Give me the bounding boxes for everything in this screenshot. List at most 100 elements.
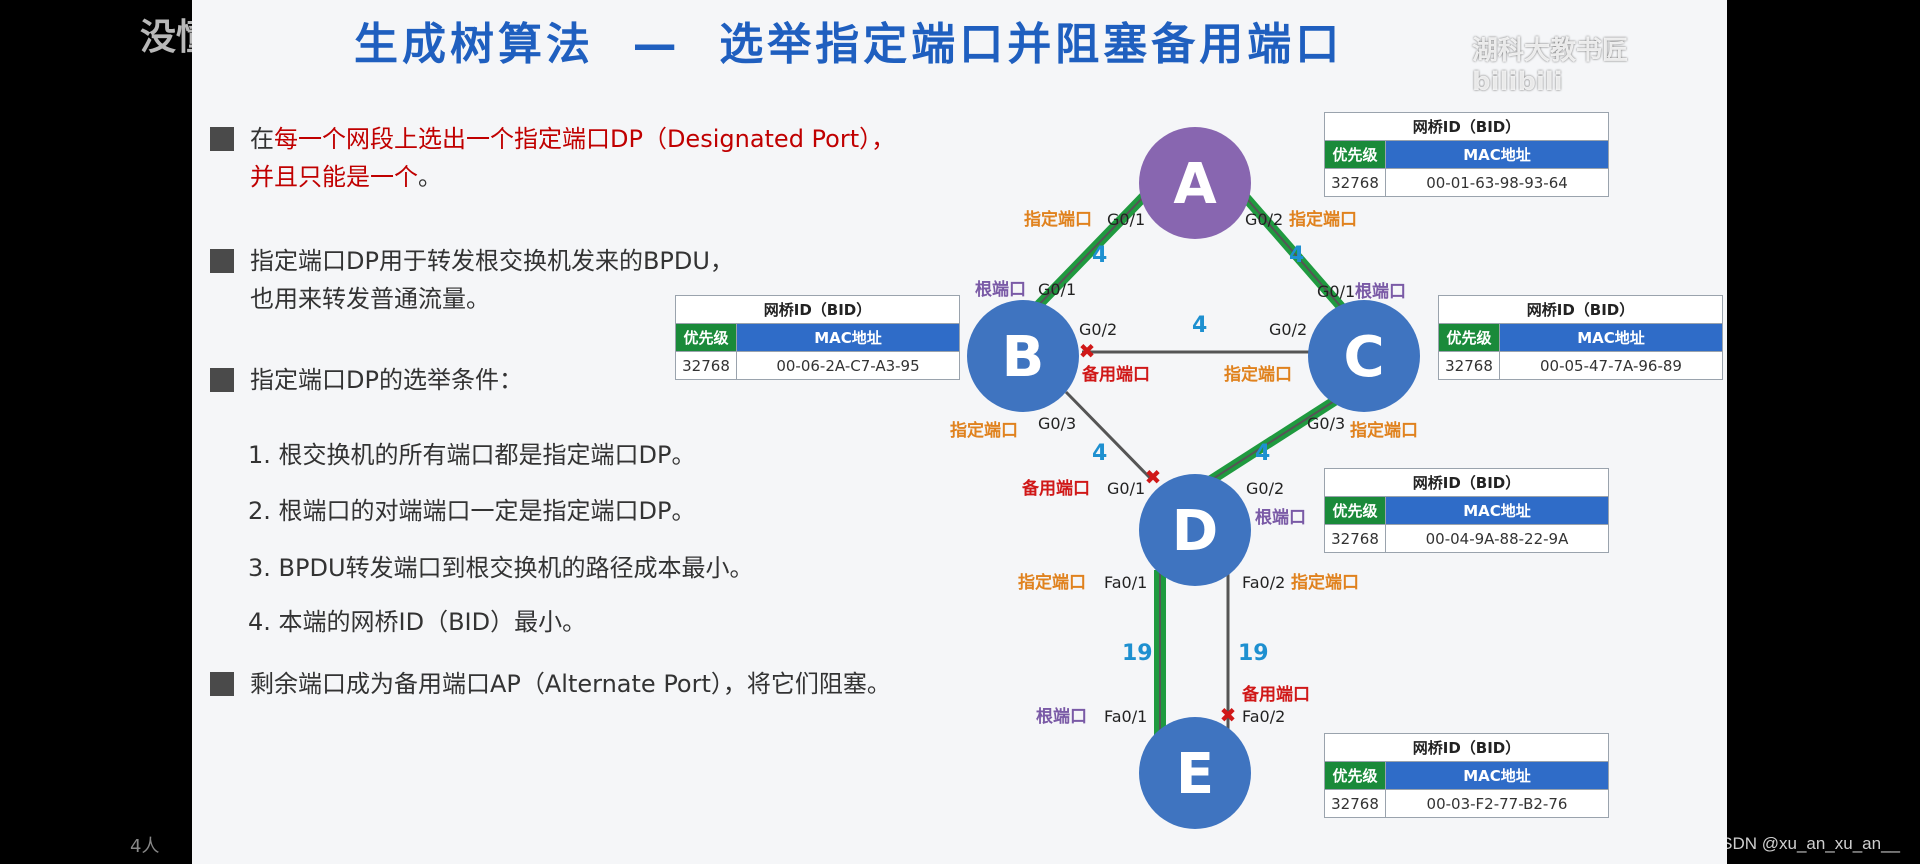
bid-table-title: 网桥ID（BID）: [1438, 295, 1723, 324]
bullet-1-prefix: 在: [250, 125, 274, 153]
port-c-g01: G0/1: [1317, 282, 1355, 301]
switch-b-node: [967, 300, 1079, 412]
bullet-1-red-line2: 并且只能是一个: [250, 163, 418, 191]
bilibili-watermark: 湖科大教书匠 bilibili: [1472, 36, 1629, 97]
mac-value: 00-04-9A-88-22-9A: [1385, 524, 1609, 553]
cost-b-d: 4: [1092, 441, 1107, 466]
bullet-square-icon: [210, 249, 234, 273]
cost-d-e-1: 19: [1122, 641, 1153, 666]
mac-header: MAC地址: [1385, 761, 1609, 790]
switch-e-node: [1139, 717, 1251, 829]
switch-a-node: [1139, 127, 1251, 239]
role-c-g01: 根端口: [1355, 281, 1406, 302]
bid-table-title: 网桥ID（BID）: [1324, 112, 1609, 141]
mac-header: MAC地址: [1499, 323, 1723, 352]
port-b-g02: G0/2: [1079, 320, 1117, 339]
switch-d-node: [1139, 474, 1251, 586]
mac-header: MAC地址: [1385, 496, 1609, 525]
link-a-c: [1230, 180, 1360, 328]
port-e-fa01: Fa0/1: [1104, 707, 1147, 726]
link-b-d: [1064, 390, 1154, 482]
mac-value: 00-01-63-98-93-64: [1385, 168, 1609, 197]
link-c-d: [1205, 377, 1367, 487]
port-c-g03: G0/3: [1307, 414, 1345, 433]
blocked-x-icon: ✖: [1079, 339, 1096, 363]
csdn-watermark: CSDN @xu_an_xu_an__: [1708, 834, 1900, 853]
port-d-g01: G0/1: [1107, 479, 1145, 498]
port-a-g01: G0/1: [1107, 210, 1145, 229]
bid-table-title: 网桥ID（BID）: [675, 295, 960, 324]
role-c-g03: 指定端口: [1350, 420, 1418, 441]
priority-header: 优先级: [1324, 496, 1386, 525]
bullet-3-line1: 指定端口DP的选举条件：: [250, 366, 523, 394]
bullet-square-icon: [210, 127, 234, 151]
bid-table-title: 网桥ID（BID）: [1324, 468, 1609, 497]
bullet-dp-election-conditions: 指定端口DP的选举条件：: [210, 361, 523, 399]
role-b-g01: 根端口: [975, 279, 1026, 300]
blocked-x-icon: ✖: [1145, 465, 1162, 489]
mac-value: 00-03-F2-77-B2-76: [1385, 789, 1609, 818]
role-c-g02: 指定端口: [1224, 364, 1292, 385]
role-b-g02: 备用端口: [1081, 364, 1150, 385]
role-b-g03: 指定端口: [950, 420, 1018, 441]
port-d-fa02: Fa0/2: [1242, 573, 1285, 592]
cost-b-c: 4: [1192, 313, 1207, 338]
viewer-count: 4人: [130, 836, 160, 857]
port-e-fa02: Fa0/2: [1242, 707, 1285, 726]
priority-header: 优先级: [1324, 761, 1386, 790]
role-a-g01: 指定端口: [1024, 209, 1092, 230]
bullet-dp-per-segment: 在每一个网段上选出一个指定端口DP（Designated Port）， 并且只能…: [210, 120, 895, 196]
bullet-4-line1: 剩余端口成为备用端口AP（Alternate Port），将它们阻塞。: [250, 670, 891, 698]
role-e-fa02: 备用端口: [1241, 684, 1310, 705]
port-d-g02: G0/2: [1246, 479, 1284, 498]
cost-c-d: 4: [1255, 441, 1270, 466]
node-d-label: D: [1172, 499, 1218, 564]
cost-a-b: 4: [1092, 243, 1107, 268]
bullet-1-suffix: 。: [418, 163, 442, 191]
mac-header: MAC地址: [736, 323, 960, 352]
priority-value: 32768: [1324, 168, 1386, 197]
bullet-dp-forwarding: 指定端口DP用于转发根交换机发来的BPDU， 也用来转发普通流量。: [210, 242, 734, 318]
bullet-2-line2: 也用来转发普通流量。: [250, 285, 490, 313]
role-a-g02: 指定端口: [1289, 209, 1357, 230]
switch-c-node: [1308, 300, 1420, 412]
port-d-fa01: Fa0/1: [1104, 573, 1147, 592]
bullet-1-red-text: 每一个网段上选出一个指定端口DP（Designated Port），: [274, 125, 896, 153]
role-d-g01: 备用端口: [1021, 478, 1090, 499]
node-a-label: A: [1173, 152, 1217, 217]
priority-value: 32768: [1324, 524, 1386, 553]
role-d-g02: 根端口: [1255, 507, 1306, 528]
priority-value: 32768: [675, 351, 737, 380]
bullet-2-line1: 指定端口DP用于转发根交换机发来的BPDU，: [250, 247, 734, 275]
port-b-g03: G0/3: [1038, 414, 1076, 433]
priority-value: 32768: [1324, 789, 1386, 818]
bid-table-title: 网桥ID（BID）: [1324, 733, 1609, 762]
node-e-label: E: [1176, 742, 1214, 807]
port-b-g01: G0/1: [1038, 280, 1076, 299]
priority-value: 32768: [1438, 351, 1500, 380]
cost-a-c: 4: [1289, 243, 1304, 268]
condition-2: 2. 根端口的对端端口一定是指定端口DP。: [248, 497, 696, 525]
priority-header: 优先级: [1324, 140, 1386, 169]
mac-header: MAC地址: [1385, 140, 1609, 169]
condition-3: 3. BPDU转发端口到根交换机的路径成本最小。: [248, 554, 754, 582]
slide-title: 生成树算法 — 选举指定端口并阻塞备用端口: [354, 19, 1344, 70]
bullet-square-icon: [210, 368, 234, 392]
cost-d-e-2: 19: [1238, 641, 1269, 666]
bullet-alternate-port: 剩余端口成为备用端口AP（Alternate Port），将它们阻塞。: [210, 665, 891, 703]
priority-header: 优先级: [675, 323, 737, 352]
port-a-g02: G0/2: [1245, 210, 1283, 229]
blocked-x-icon: ✖: [1220, 703, 1237, 727]
mac-value: 00-06-2A-C7-A3-95: [736, 351, 960, 380]
node-b-label: B: [1002, 325, 1045, 390]
role-d-fa02: 指定端口: [1291, 572, 1359, 593]
condition-1: 1. 根交换机的所有端口都是指定端口DP。: [248, 441, 696, 469]
role-d-fa01: 指定端口: [1018, 572, 1086, 593]
slide: 生成树算法 — 选举指定端口并阻塞备用端口 湖科大教书匠 bilibili 在每…: [192, 0, 1727, 864]
role-e-fa01: 根端口: [1036, 706, 1087, 727]
